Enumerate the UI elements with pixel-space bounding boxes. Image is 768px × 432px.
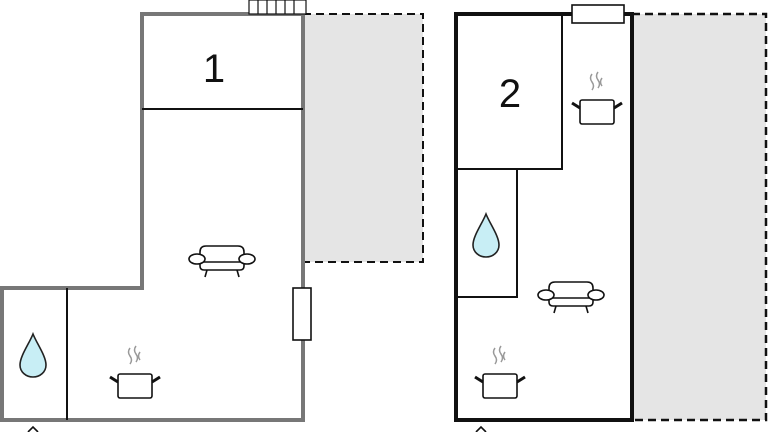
floor-plan-1: 1 [0,0,424,432]
interior-wall [456,169,518,298]
entrance-arrow-icon [27,425,39,432]
exterior-walls-2 [454,12,634,422]
interior-wall [456,14,563,170]
exterior-walls-1 [0,12,305,422]
terrace-1 [302,13,424,263]
entrance-arrow-icon [475,425,487,432]
terrace-2 [630,12,768,422]
room-label-2: 2 [499,72,521,116]
room-label-1: 1 [203,47,225,91]
window-icon [292,287,312,341]
stairs-icon [248,0,307,15]
floor-plan-2: 2 [454,4,768,432]
window-icon [571,4,625,24]
